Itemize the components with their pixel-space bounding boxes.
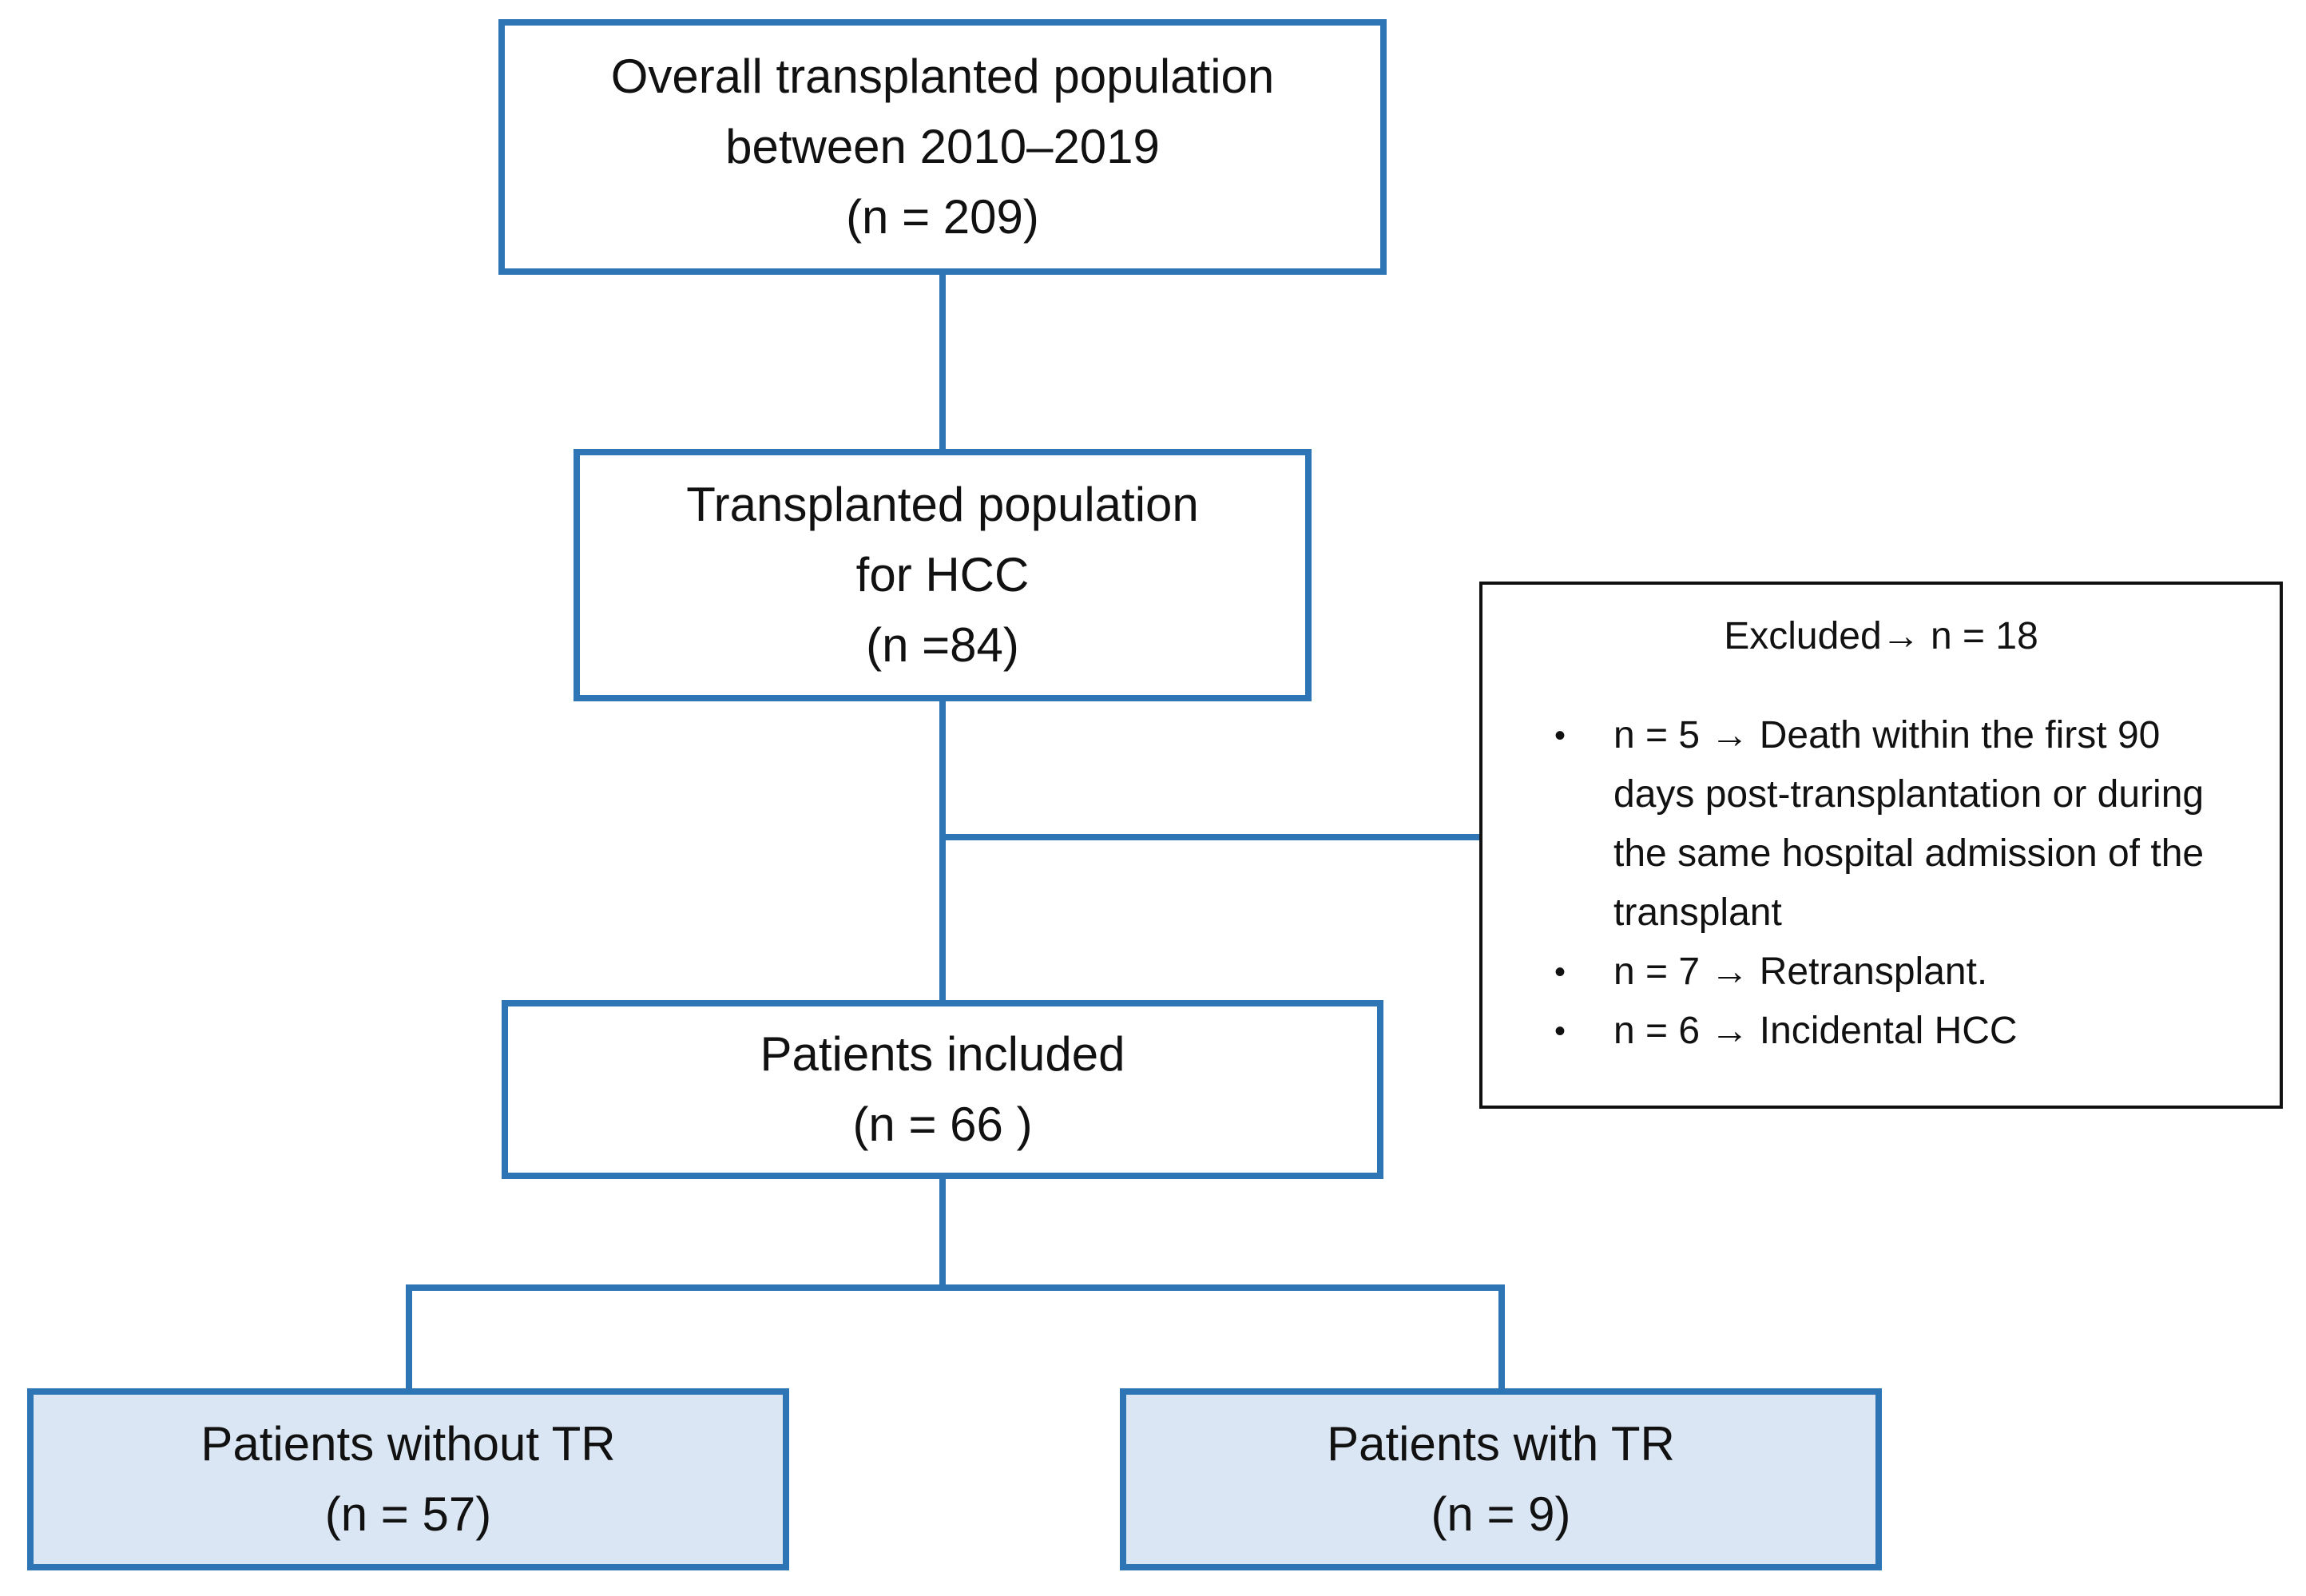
connector-to-excluded bbox=[939, 834, 1479, 840]
excluded-item: • n = 5 → Death within the first 90 days… bbox=[1514, 706, 2248, 943]
overall-line-1: Overall transplanted population bbox=[610, 50, 1275, 103]
excluded-box: Excluded→ n = 18 • n = 5 → Death within … bbox=[1479, 582, 2283, 1109]
excluded-item-text: n = 5 → Death within the first 90 days p… bbox=[1613, 714, 2205, 934]
hcc-line-1: Transplanted population bbox=[686, 478, 1199, 531]
excluded-title: Excluded→ n = 18 bbox=[1724, 615, 2038, 657]
connector-branch-horizontal bbox=[406, 1284, 1505, 1291]
included-line-1: Patients included bbox=[760, 1027, 1125, 1081]
connector-included-down bbox=[939, 1179, 946, 1291]
overall-population-box: Overall transplanted population between … bbox=[498, 19, 1387, 275]
hcc-count: (n =84) bbox=[866, 618, 1019, 672]
overall-line-2: between 2010–2019 bbox=[725, 120, 1160, 173]
hcc-population-box: Transplanted population for HCC (n =84) bbox=[574, 449, 1312, 701]
excluded-item: • n = 6 → Incidental HCC bbox=[1514, 1002, 2248, 1061]
bullet-icon: • bbox=[1554, 1014, 1566, 1049]
connector-hcc-to-included bbox=[939, 701, 946, 1000]
included-count: (n = 66 ) bbox=[852, 1098, 1033, 1151]
overall-count: (n = 209) bbox=[846, 190, 1039, 244]
with-tr-box: Patients with TR (n = 9) bbox=[1120, 1388, 1882, 1570]
bullet-icon: • bbox=[1554, 718, 1566, 753]
excluded-list: • n = 5 → Death within the first 90 days… bbox=[1514, 706, 2248, 1061]
with-tr-count: (n = 9) bbox=[1431, 1487, 1571, 1541]
excluded-item-text: n = 7 → Retransplant. bbox=[1613, 951, 1988, 993]
without-tr-line-1: Patients without TR bbox=[200, 1417, 616, 1471]
without-tr-count: (n = 57) bbox=[324, 1487, 492, 1541]
without-tr-box: Patients without TR (n = 57) bbox=[27, 1388, 789, 1570]
connector-to-without-tr bbox=[406, 1284, 412, 1388]
included-patients-box: Patients included (n = 66 ) bbox=[502, 1000, 1383, 1179]
connector-overall-to-hcc bbox=[939, 275, 946, 449]
bullet-icon: • bbox=[1554, 955, 1566, 990]
with-tr-line-1: Patients with TR bbox=[1327, 1417, 1675, 1471]
excluded-item: • n = 7 → Retransplant. bbox=[1514, 943, 2248, 1002]
excluded-item-text: n = 6 → Incidental HCC bbox=[1613, 1010, 2018, 1052]
connector-to-with-tr bbox=[1498, 1284, 1505, 1388]
hcc-line-2: for HCC bbox=[855, 548, 1030, 601]
